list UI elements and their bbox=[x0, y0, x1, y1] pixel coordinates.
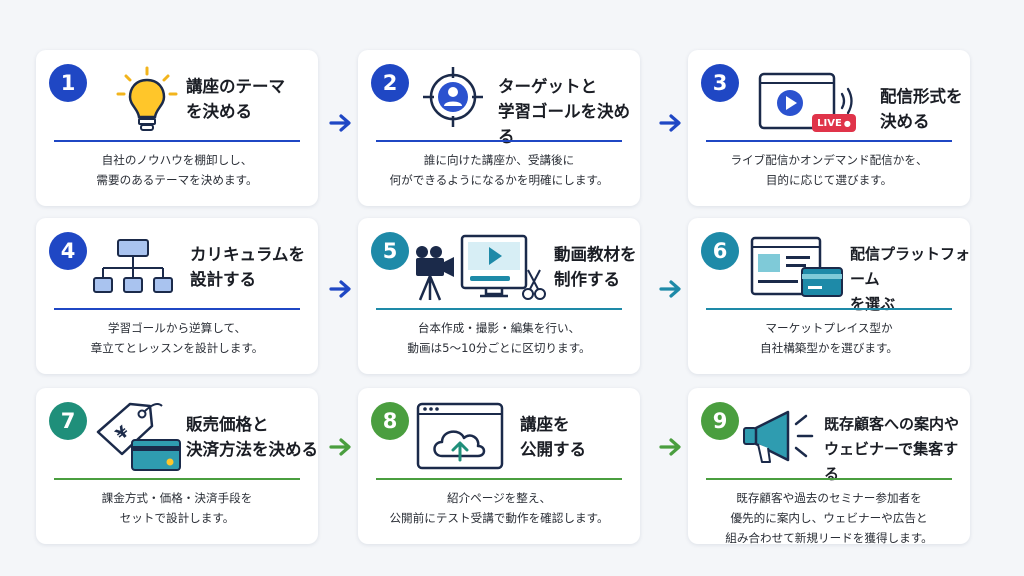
step-card-7: 7 ¥ 販売価格と 決済方法を決める 課金方式・価格・決済手段を セットで設計し… bbox=[36, 388, 318, 544]
arrow-right-icon bbox=[659, 280, 681, 298]
divider bbox=[706, 308, 952, 310]
arrow-right-icon bbox=[659, 438, 681, 456]
step-title-8: 講座を 公開する bbox=[520, 415, 586, 459]
step-number-3: 3 bbox=[701, 64, 739, 102]
step-title-5: 動画教材を 制作する bbox=[554, 245, 637, 289]
divider bbox=[376, 308, 622, 310]
org-chart-icon bbox=[93, 239, 173, 293]
megaphone-icon bbox=[743, 410, 814, 463]
live-badge-label: LIVE bbox=[817, 117, 842, 129]
step-desc-2: 誰に向けた講座か、受講後に 何ができるようになるかを明確にします。 bbox=[389, 153, 609, 187]
step-title-4: カリキュラムを 設計する bbox=[190, 245, 306, 289]
step-number-4: 4 bbox=[49, 232, 87, 270]
step-title-3: 配信形式を 決める bbox=[880, 87, 963, 131]
arrow-right-icon bbox=[329, 438, 351, 456]
divider bbox=[376, 478, 622, 480]
target-user-icon bbox=[423, 67, 483, 127]
step-desc-6: マーケットプレイス型か 自社構築型かを選びます。 bbox=[760, 321, 898, 355]
divider bbox=[376, 140, 622, 142]
step-number-5: 5 bbox=[371, 232, 409, 270]
step-card-1: 1 講座のテーマ を決める 自社のノウハウを棚卸しし、 需要のあるテーマを決めま… bbox=[36, 50, 318, 206]
divider bbox=[706, 478, 952, 480]
step-card-4: 4 カリキュラムを 設計する 学習ゴールから逆算して、 章立てとレッスンを設計し… bbox=[36, 218, 318, 374]
step-card-2: 2 ターゲットと 学習ゴールを決める 誰に向けた講座か、受講後に 何ができるよう… bbox=[358, 50, 640, 206]
step-card-9: 9 既存顧客への案内や ウェビナーで集客する 既存顧客や過去のセミナー参加者を … bbox=[688, 388, 970, 545]
step-title-2: ターゲットと 学習ゴールを決める bbox=[498, 77, 630, 146]
step-desc-4: 学習ゴールから逆算して、 章立てとレッスンを設計します。 bbox=[90, 321, 264, 355]
step-title-1: 講座のテーマ を決める bbox=[186, 77, 285, 121]
divider bbox=[706, 140, 952, 142]
step-desc-7: 課金方式・価格・決済手段を セットで設計します。 bbox=[101, 491, 253, 525]
step-desc-8: 紹介ページを整え、 公開前にテスト受講で動作を確認します。 bbox=[389, 491, 609, 525]
lightbulb-icon bbox=[116, 66, 178, 131]
step-number-2: 2 bbox=[371, 64, 409, 102]
step-title-9: 既存顧客への案内や ウェビナーで集客する bbox=[824, 415, 960, 483]
step-desc-5: 台本作成・撮影・編集を行い、 動画は5〜10分ごとに区切ります。 bbox=[407, 321, 591, 355]
live-badge: LIVE● bbox=[812, 114, 856, 132]
step-card-8: 8 講座を 公開する 紹介ページを整え、 公開前にテスト受講で動作を確認します。 bbox=[358, 388, 640, 544]
cloud-upload-icon bbox=[416, 402, 504, 470]
divider bbox=[54, 478, 300, 480]
step-number-7: 7 bbox=[49, 402, 87, 440]
divider bbox=[54, 140, 300, 142]
step-number-1: 1 bbox=[49, 64, 87, 102]
arrow-right-icon bbox=[329, 114, 351, 132]
price-tag-card-icon: ¥ bbox=[96, 402, 181, 471]
step-title-6: 配信プラットフォーム を選ぶ bbox=[850, 245, 971, 313]
arrow-right-icon bbox=[659, 114, 681, 132]
step-number-6: 6 bbox=[701, 232, 739, 270]
step-title-7: 販売価格と 決済方法を決める bbox=[186, 415, 318, 459]
platform-icon bbox=[750, 236, 843, 297]
step-card-6: 6 配信プラットフォーム を選ぶ マーケットプレイス型か 自社構築型かを選びます… bbox=[688, 218, 970, 374]
step-number-9: 9 bbox=[701, 402, 739, 440]
step-desc-1: 自社のノウハウを棚卸しし、 需要のあるテーマを決めます。 bbox=[96, 153, 258, 187]
arrow-right-icon bbox=[329, 280, 351, 298]
divider bbox=[54, 308, 300, 310]
video-production-icon bbox=[416, 234, 546, 301]
step-card-5: 5 動画教材を 制作する 台本作成・撮影・編集を行い、 動画は5〜10分ごとに区… bbox=[358, 218, 640, 374]
step-desc-3: ライブ配信かオンデマンド配信かを、 目的に応じて選びます。 bbox=[730, 153, 928, 187]
step-desc-9: 既存顧客や過去のセミナー参加者を 優先的に案内し、ウェビナーや広告と 組み合わせ… bbox=[725, 491, 933, 545]
step-card-3: 3 LIVE● 配信形式を 決める ライブ配信かオンデマンド配信かを、 目的に応… bbox=[688, 50, 970, 206]
step-number-8: 8 bbox=[371, 402, 409, 440]
